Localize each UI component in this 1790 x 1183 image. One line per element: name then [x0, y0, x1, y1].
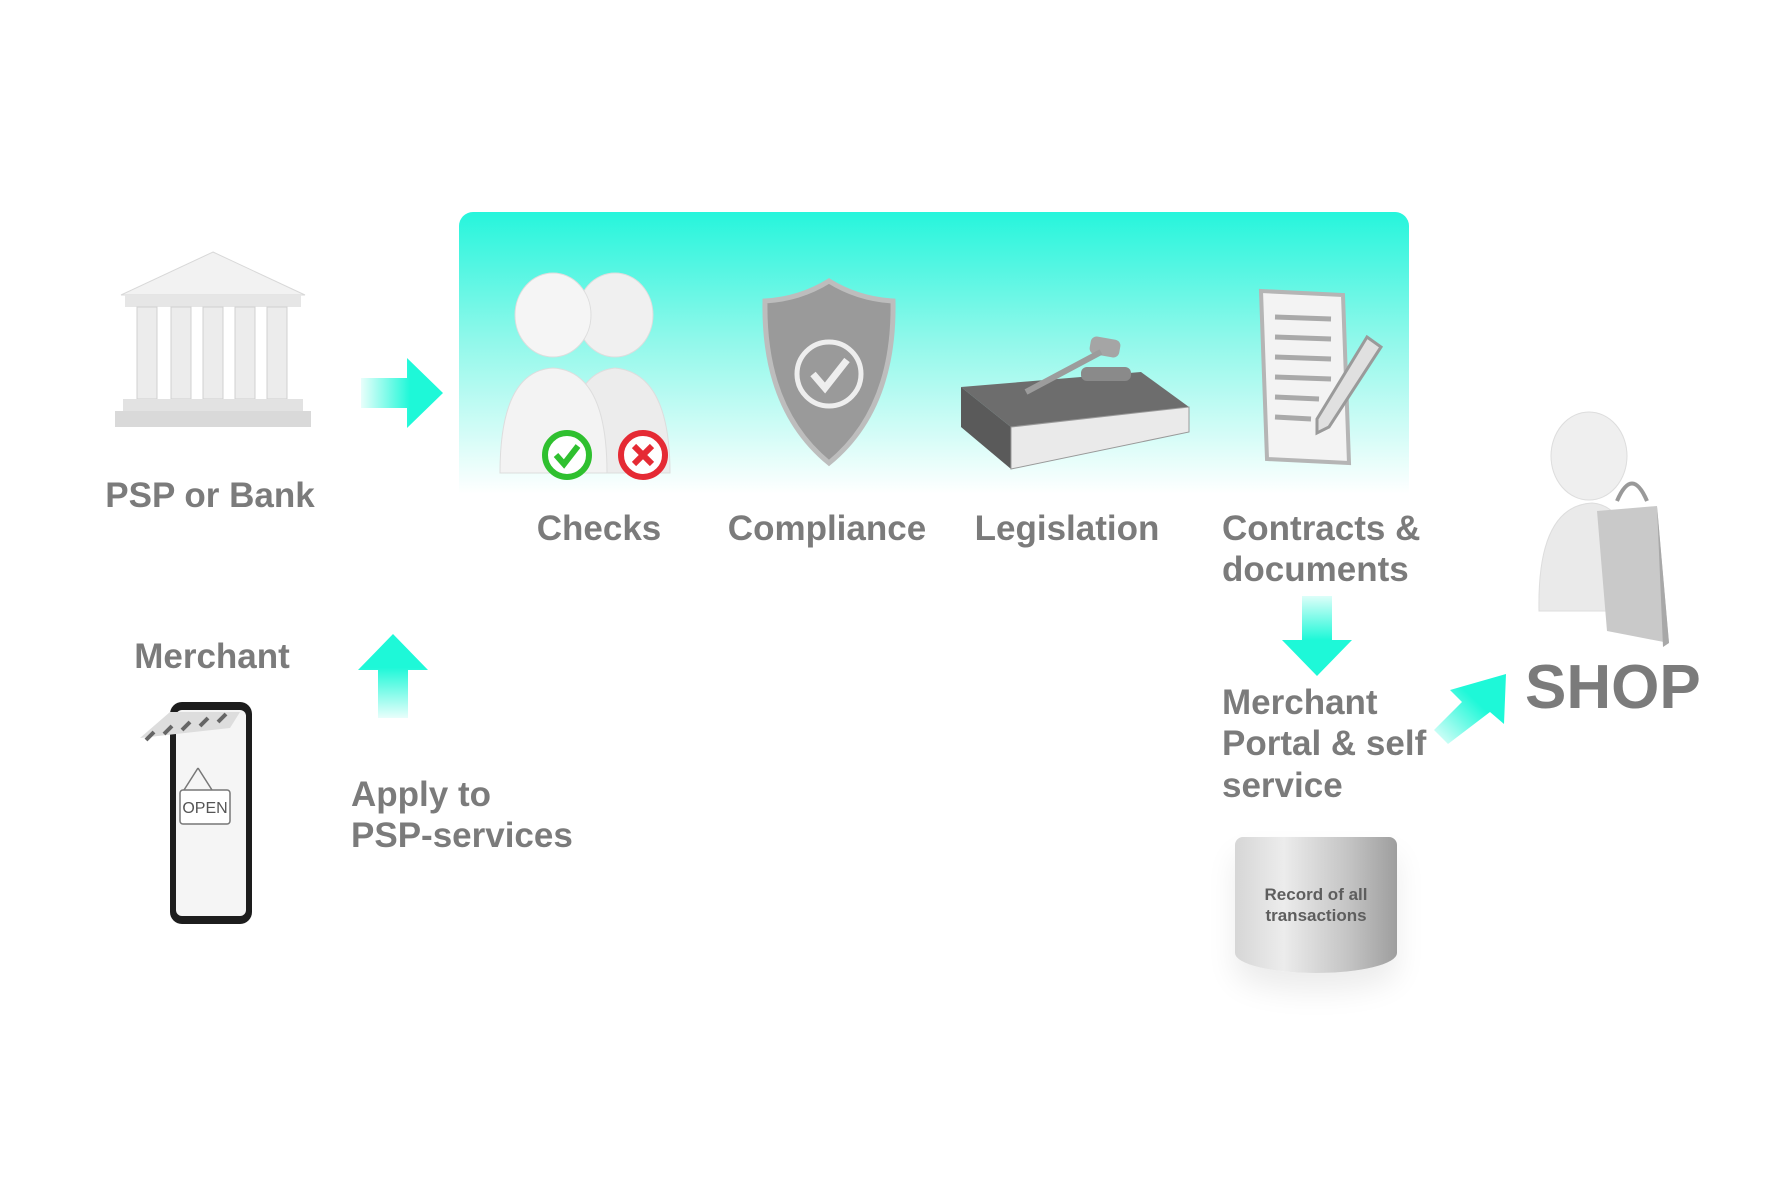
apply-label-line2: PSP-services [351, 816, 573, 855]
checks-people-icon [499, 272, 671, 480]
contracts-label-line2: documents [1222, 550, 1409, 589]
shopper-icon [1538, 411, 1669, 647]
legislation-label: Legislation [974, 509, 1160, 548]
record-label-line1: Record of all [1264, 885, 1368, 904]
arrow-up-right-icon [1434, 674, 1506, 744]
apply-label-line1: Apply to [351, 775, 491, 814]
compliance-label: Compliance [727, 509, 927, 548]
contracts-label-line1: Contracts & [1222, 509, 1421, 548]
psp-or-bank-label: PSP or Bank [105, 476, 315, 515]
open-sign-text: OPEN [182, 800, 227, 817]
transactions-database: Record of all transactions [1235, 837, 1397, 973]
record-label-line2: transactions [1265, 906, 1367, 925]
merchant-portal-line1: Merchant [1222, 683, 1378, 722]
arrow-down-icon [1282, 596, 1352, 676]
arrow-right-icon [361, 358, 443, 428]
shop-label: SHOP [1525, 653, 1701, 722]
merchant-portal-line3: service [1222, 766, 1343, 805]
merchant-label: Merchant [134, 637, 290, 676]
law-book-gavel-icon [961, 336, 1190, 470]
contract-document-icon [1258, 288, 1384, 466]
bank-icon [115, 251, 311, 427]
merchant-portal-line2: Portal & self [1222, 724, 1427, 763]
arrow-up-icon [358, 634, 428, 718]
phone-shop-icon: OPEN [140, 702, 252, 924]
shield-check-icon [762, 278, 896, 467]
checks-label: Checks [536, 509, 662, 548]
